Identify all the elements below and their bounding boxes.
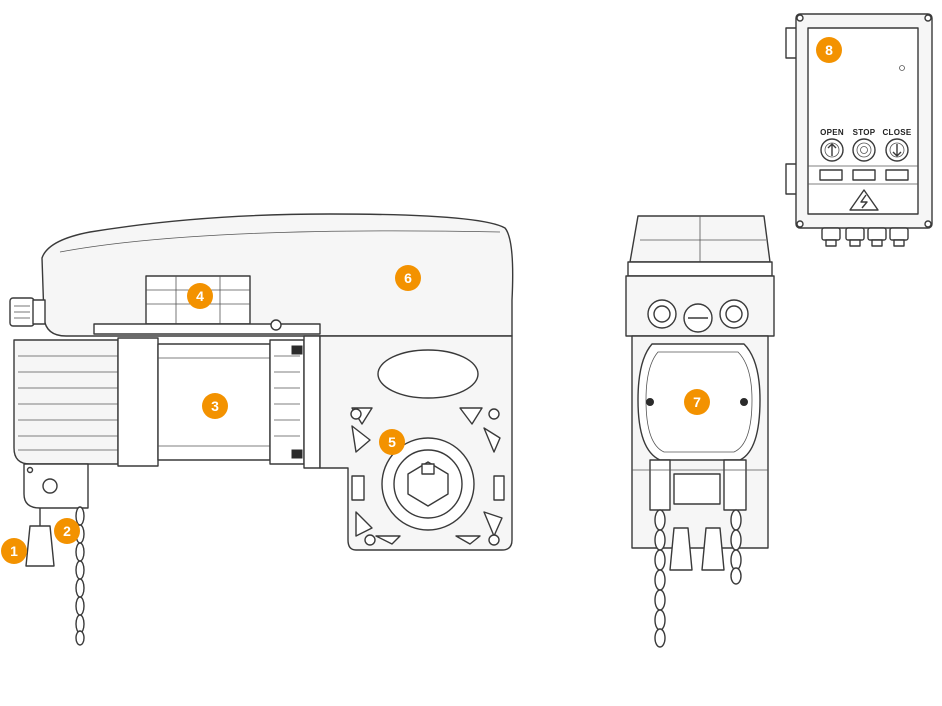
callout-5-number: 5 [388, 434, 396, 450]
high-voltage-icon [849, 189, 879, 211]
callout-4-number: 4 [196, 288, 204, 304]
emergency-pull-handle [25, 525, 55, 567]
callout-1-number: 1 [10, 543, 18, 559]
close-button-label: CLOSE [882, 128, 911, 137]
callout-6: 6 [395, 265, 421, 291]
callout-3: 3 [202, 393, 228, 419]
motor-body [13, 339, 119, 465]
side-view-drive [9, 213, 514, 646]
control-box: OPEN STOP CLOSE [785, 13, 933, 247]
callout-2-number: 2 [63, 523, 71, 539]
open-button-label: OPEN [820, 128, 844, 137]
callout-3-number: 3 [211, 398, 219, 414]
callout-4: 4 [187, 283, 213, 309]
open-button[interactable] [820, 138, 844, 162]
callout-2: 2 [54, 518, 80, 544]
stop-button[interactable] [852, 138, 876, 162]
stop-button-label: STOP [853, 128, 876, 137]
callout-8: 8 [816, 37, 842, 63]
inspection-window [377, 349, 479, 399]
callout-7: 7 [684, 389, 710, 415]
callout-8-number: 8 [825, 42, 833, 58]
callout-5: 5 [379, 429, 405, 455]
callout-1: 1 [1, 538, 27, 564]
hand-chain [75, 506, 85, 646]
front-view-drive [625, 215, 775, 648]
callout-7-number: 7 [693, 394, 701, 410]
front-pull-handle-a [669, 527, 693, 571]
close-button[interactable] [885, 138, 909, 162]
front-hand-chain [654, 509, 742, 648]
callout-6-number: 6 [404, 270, 412, 286]
front-pull-handle-b [701, 527, 725, 571]
